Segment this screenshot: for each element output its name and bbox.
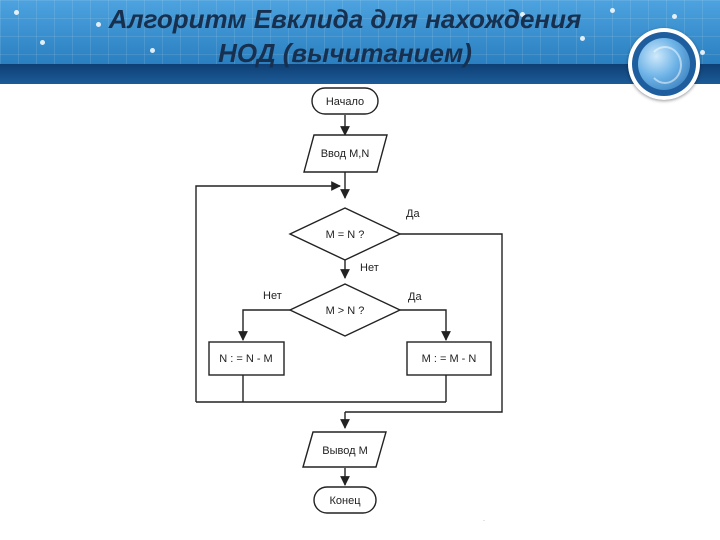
connector-greater-no — [238, 309, 290, 341]
slide-header-banner — [0, 0, 720, 64]
decision-equal — [288, 207, 402, 261]
decor-dot — [672, 14, 677, 19]
check-greater-no-label: Нет — [263, 290, 282, 302]
header-stripe — [0, 64, 720, 84]
check-equal-no-label: Нет — [360, 262, 379, 274]
assign-m-label: M : = M - N — [422, 353, 477, 365]
decision-greater — [288, 283, 402, 337]
check-greater-yes-label: Да — [408, 291, 422, 303]
footer-mark: . — [483, 516, 485, 523]
slide-title: Алгоритм Евклида для нахождения НОД (выч… — [0, 2, 690, 70]
process-assign-m — [406, 341, 492, 376]
output-parallelogram — [302, 431, 387, 468]
decor-dot — [150, 48, 155, 53]
check-greater-label: M > N ? — [326, 305, 365, 317]
input-parallelogram — [303, 134, 388, 173]
decor-dot — [14, 10, 19, 15]
decor-dot — [580, 36, 585, 41]
input-label: Ввод M,N — [321, 148, 370, 160]
slide-title-line-1: Алгоритм Евклида для нахождения — [108, 4, 582, 34]
output-label: Вывод М — [322, 445, 367, 457]
connector-yes-branch — [345, 233, 503, 413]
end-label: Конец — [329, 495, 361, 507]
globe-icon — [638, 38, 690, 90]
decor-dot — [700, 50, 705, 55]
start-terminal — [311, 87, 379, 115]
connector-loop-back — [195, 181, 341, 402]
connector-greater-yes — [400, 309, 451, 341]
slide-title-line-2: НОД (вычитанием) — [218, 38, 472, 68]
process-assign-n — [208, 341, 285, 376]
end-terminal — [313, 486, 377, 514]
check-equal-yes-label: Да — [406, 208, 420, 220]
decor-dot — [610, 8, 615, 13]
decor-dot — [520, 12, 525, 17]
check-equal-label: M = N ? — [326, 229, 365, 241]
start-label: Начало — [326, 96, 364, 108]
decor-dot — [96, 22, 101, 27]
assign-n-label: N : = N - M — [219, 353, 272, 365]
decor-dot — [40, 40, 45, 45]
